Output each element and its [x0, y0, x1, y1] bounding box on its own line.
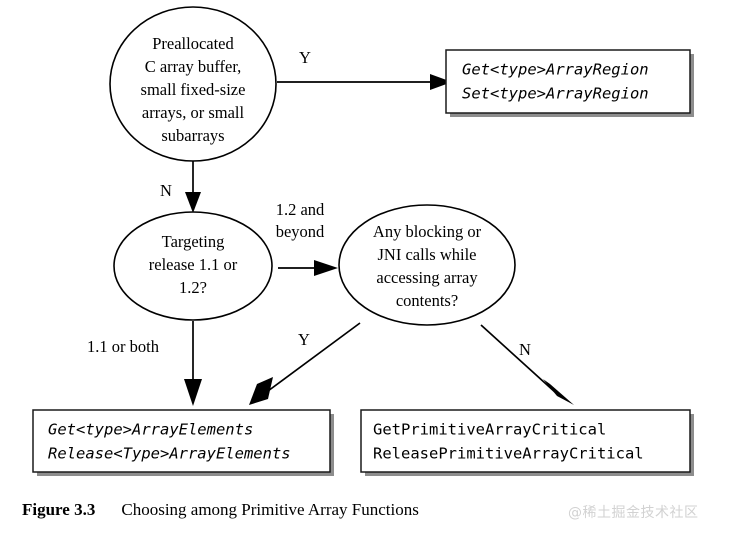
array-elements-line-2: Release<Type>ArrayElements	[48, 445, 291, 463]
arrow-head-release-blocking	[314, 260, 338, 276]
node-primitive-critical-box[interactable]: GetPrimitiveArrayCritical ReleasePrimiti…	[360, 409, 694, 476]
edge-label-beyond-line1: 1.2 and	[276, 200, 325, 219]
figure-caption-text: Choosing among Primitive Array Functions	[121, 500, 419, 519]
primitive-critical-line-1: GetPrimitiveArrayCritical	[373, 421, 606, 439]
edge-release-to-elements: 1.1 or both	[87, 321, 202, 406]
array-elements-line-1: Get<type>ArrayElements	[48, 421, 253, 439]
blocking-line-3: accessing array	[376, 268, 478, 287]
node-array-elements-box[interactable]: Get<type>ArrayElements Release<Type>Arra…	[32, 409, 334, 476]
array-region-box-frame	[445, 49, 691, 114]
release-ellipse-shape	[113, 211, 273, 321]
array-elements-box-frame	[32, 409, 331, 473]
release-line-3: 1.2?	[179, 278, 207, 297]
blocking-line-4: contents?	[396, 291, 458, 310]
start-circle-line-1: Preallocated	[152, 34, 234, 53]
edge-blocking-to-elements: Y	[249, 322, 361, 405]
edge-label-blocking-yes: Y	[298, 330, 310, 349]
edge-line-blocking-critical	[480, 324, 557, 394]
edge-label-blocking-no: N	[519, 340, 531, 359]
start-circle-line-5: subarrays	[161, 126, 224, 145]
array-region-line-1: Get<type>ArrayRegion	[462, 61, 649, 79]
edge-start-to-region: Y	[277, 48, 452, 90]
release-line-1: Targeting	[162, 232, 225, 251]
node-start-circle[interactable]: Preallocated C array buffer, small fixed…	[109, 6, 277, 162]
start-circle-line-2: C array buffer,	[145, 57, 242, 76]
edge-blocking-to-critical: N	[480, 324, 574, 405]
edge-label-start-yes: Y	[299, 48, 311, 67]
figure-caption-label: Figure 3.3	[22, 500, 96, 519]
edge-label-release-both: 1.1 or both	[87, 337, 160, 356]
arrow-head-start-release	[185, 192, 201, 213]
edge-release-to-blocking: 1.2 and beyond	[276, 200, 338, 276]
arrow-head-blocking-elements	[249, 377, 273, 405]
start-circle-shape	[109, 6, 277, 162]
figure-caption: Figure 3.3 Choosing among Primitive Array…	[22, 500, 419, 520]
arrow-head-blocking-critical	[543, 379, 574, 405]
edge-label-start-no: N	[160, 181, 172, 200]
blocking-line-1: Any blocking or	[373, 222, 482, 241]
release-line-2: release 1.1 or	[149, 255, 238, 274]
primitive-critical-box-frame	[360, 409, 691, 473]
array-region-line-2: Set<type>ArrayRegion	[462, 85, 649, 103]
primitive-critical-line-2: ReleasePrimitiveArrayCritical	[373, 445, 644, 463]
blocking-line-2: JNI calls while	[378, 245, 477, 264]
edge-label-beyond-line2: beyond	[276, 222, 325, 241]
start-circle-line-3: small fixed-size	[141, 80, 246, 99]
edge-line-blocking-elements	[267, 322, 361, 392]
start-circle-line-4: arrays, or small	[142, 103, 245, 122]
arrow-head-start-region	[430, 74, 452, 90]
node-blocking-decision[interactable]: Any blocking or JNI calls while accessin…	[338, 204, 516, 326]
edge-start-to-release: N	[160, 161, 201, 213]
blocking-ellipse-shape	[338, 204, 516, 326]
node-array-region-box[interactable]: Get<type>ArrayRegion Set<type>ArrayRegio…	[445, 49, 694, 117]
watermark-text: @稀土掘金技术社区	[568, 505, 699, 521]
arrow-head-release-elements	[184, 379, 202, 406]
node-release-decision[interactable]: Targeting release 1.1 or 1.2?	[113, 211, 273, 321]
